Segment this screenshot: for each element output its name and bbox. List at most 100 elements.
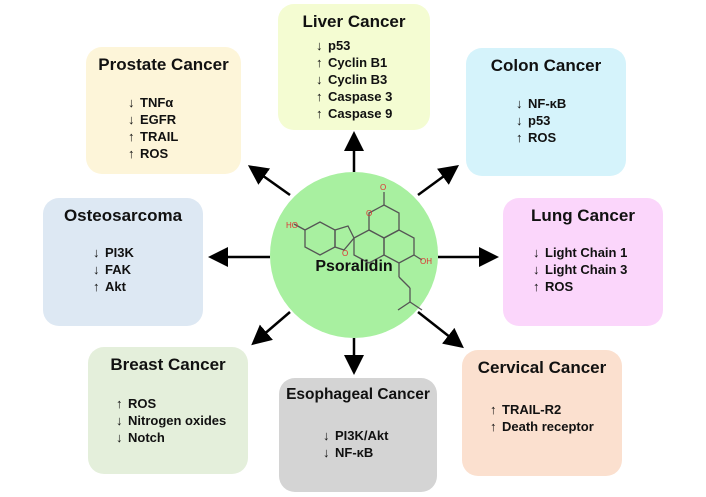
target-label: Caspase 3	[328, 89, 393, 104]
box-osteosarcoma: Osteosarcoma ↓ PI3K ↓FAK ↑Akt	[43, 198, 203, 326]
arrow-to-colon	[417, 165, 460, 197]
list-prostate: ↓ TNFα ↓ EGFR ↑ TRAIL ↑ ROS	[128, 94, 178, 162]
list-item: ↓ NF-κB	[323, 444, 388, 461]
direction-arrow-icon: ↓	[93, 245, 100, 260]
direction-arrow-icon: ↑	[316, 55, 323, 70]
list-item: ↑TRAIL-R2	[490, 401, 594, 418]
list-item: ↓Cyclin B3	[316, 71, 392, 88]
svg-text:O: O	[342, 249, 348, 258]
title-colon: Colon Cancer	[490, 56, 602, 75]
title-cervical: Cervical Cancer	[477, 358, 607, 377]
direction-arrow-icon: ↑	[316, 106, 323, 121]
direction-arrow-icon: ↓	[116, 413, 123, 428]
target-label: NF-κB	[528, 96, 567, 111]
direction-arrow-icon: ↑	[533, 279, 540, 294]
list-cervical: ↑TRAIL-R2 ↑ Death receptor	[490, 401, 594, 435]
title-breast: Breast Cancer	[110, 355, 226, 374]
target-label: EGFR	[140, 112, 177, 127]
box-breast: Breast Cancer ↑ ROS ↓ Nitrogen oxides ↓ Not…	[88, 347, 248, 474]
list-colon: ↓ NF-κB ↓ p53 ↑ ROS	[516, 95, 566, 146]
svg-text:OH: OH	[420, 257, 432, 266]
direction-arrow-icon: ↓	[323, 428, 330, 443]
list-item: ↓Light Chain 3	[533, 261, 627, 278]
list-item: ↑ TRAIL	[128, 128, 178, 145]
target-label: Caspase 9	[328, 106, 393, 121]
center-label: Psoralidin	[315, 258, 393, 275]
direction-arrow-icon: ↑	[316, 89, 323, 104]
list-item: ↑ Death receptor	[490, 418, 594, 435]
direction-arrow-icon: ↓	[128, 112, 135, 127]
list-esophageal: ↓ PI3K/Akt ↓ NF-κB	[323, 427, 388, 461]
arrow-to-breast	[251, 311, 291, 346]
direction-arrow-icon: ↓	[116, 430, 123, 445]
list-item: ↓ Nitrogen oxides	[116, 412, 226, 429]
direction-arrow-icon: ↓	[516, 113, 523, 128]
direction-arrow-icon: ↑	[516, 130, 523, 145]
list-item: ↑ Caspase 9	[316, 105, 392, 122]
target-label: Death receptor	[502, 419, 594, 434]
direction-arrow-icon: ↓	[316, 72, 323, 87]
target-label: ROS	[545, 279, 574, 294]
target-label: ROS	[128, 396, 157, 411]
target-label: PI3K/Akt	[335, 428, 389, 443]
direction-arrow-icon: ↑	[490, 419, 497, 434]
target-label: NF-κB	[335, 445, 374, 460]
target-label: ROS	[140, 146, 169, 161]
list-item: ↓FAK	[93, 261, 134, 278]
list-osteosarcoma: ↓ PI3K ↓FAK ↑Akt	[93, 244, 134, 295]
box-prostate: Prostate Cancer ↓ TNFα ↓ EGFR ↑ TRAIL ↑ ROS	[86, 47, 241, 174]
target-label: PI3K	[105, 245, 134, 260]
direction-arrow-icon: ↓	[316, 38, 323, 53]
psoralidin-structure-icon: O HO OH O O	[286, 183, 432, 311]
list-item: ↑ Caspase 3	[316, 88, 392, 105]
target-label: FAK	[105, 262, 131, 277]
box-lung: Lung Cancer ↓ Light Chain 1 ↓Light Chain …	[503, 198, 663, 326]
list-item: ↑ ROS	[116, 395, 226, 412]
target-label: ROS	[528, 130, 557, 145]
list-liver: ↓ p53 ↑ Cyclin B1 ↓Cyclin B3 ↑ Caspase 3 ↑ C…	[316, 37, 392, 122]
title-lung: Lung Cancer	[531, 206, 635, 225]
title-prostate: Prostate Cancer	[98, 55, 229, 74]
list-lung: ↓ Light Chain 1 ↓Light Chain 3 ↑ ROS	[533, 244, 627, 295]
box-cervical: Cervical Cancer ↑TRAIL-R2 ↑ Death recepto…	[462, 350, 622, 476]
list-item: ↓ PI3K/Akt	[323, 427, 388, 444]
direction-arrow-icon: ↑	[128, 129, 135, 144]
list-item: ↓ EGFR	[128, 111, 178, 128]
target-label: Cyclin B1	[328, 55, 388, 70]
target-label: Light Chain 1	[545, 245, 628, 260]
target-label: Notch	[128, 430, 165, 445]
list-item: ↑ ROS	[533, 278, 627, 295]
list-item: ↑Akt	[93, 278, 134, 295]
target-label: TRAIL	[140, 129, 179, 144]
direction-arrow-icon: ↓	[516, 96, 523, 111]
list-item: ↑ ROS	[128, 145, 178, 162]
direction-arrow-icon: ↑	[128, 146, 135, 161]
box-colon: Colon Cancer ↓ NF-κB ↓ p53 ↑ ROS	[466, 48, 626, 176]
list-item: ↓ Notch	[116, 429, 226, 446]
list-item: ↓ Light Chain 1	[533, 244, 627, 261]
target-label: p53	[528, 113, 551, 128]
list-item: ↑ ROS	[516, 129, 566, 146]
title-liver: Liver Cancer	[302, 12, 406, 31]
list-breast: ↑ ROS ↓ Nitrogen oxides ↓ Notch	[116, 395, 226, 446]
direction-arrow-icon: ↑	[490, 402, 497, 417]
direction-arrow-icon: ↓	[533, 245, 540, 260]
list-item: ↓ p53	[516, 112, 566, 129]
title-osteosarcoma: Osteosarcoma	[63, 206, 183, 225]
target-label: Light Chain 3	[545, 262, 628, 277]
arrow-to-prostate	[247, 165, 291, 197]
target-label: p53	[328, 38, 351, 53]
direction-arrow-icon: ↓	[128, 95, 135, 110]
direction-arrow-icon: ↑	[116, 396, 123, 411]
box-liver: Liver Cancer ↓ p53 ↑ Cyclin B1 ↓Cyclin B3 …	[278, 4, 430, 130]
arrow-to-cervical	[417, 311, 464, 349]
direction-arrow-icon: ↑	[93, 279, 100, 294]
box-esophageal: Esophageal Cancer ↓PI3K/Akt ↓NF-κB	[279, 378, 437, 492]
target-label: Nitrogen oxides	[128, 413, 227, 428]
list-item: ↓ p53	[316, 37, 392, 54]
direction-arrow-icon: ↓	[323, 445, 330, 460]
target-label: TNFα	[140, 95, 174, 110]
svg-text:O: O	[366, 209, 372, 218]
list-item: ↓ TNFα	[128, 94, 178, 111]
